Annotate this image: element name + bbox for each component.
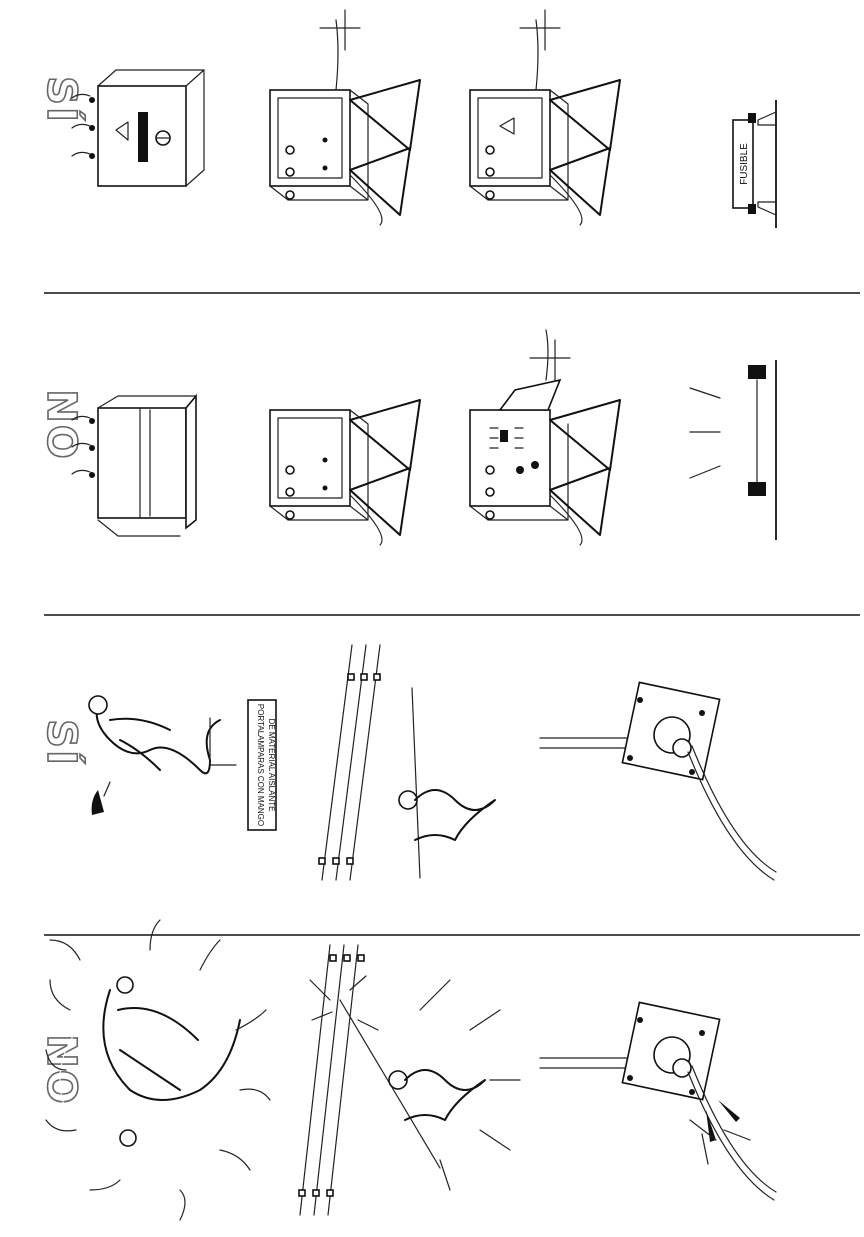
- welder-box-illustration-3: [270, 400, 420, 545]
- section-label-si-1: SÍ: [38, 76, 86, 124]
- damaged-plug-illustration: [540, 1002, 776, 1200]
- blown-fuse-illustration: [690, 360, 776, 540]
- sign-line-1: PORTALAMPARAS CON MANGO: [256, 704, 265, 826]
- insulated-plug-illustration: [540, 682, 776, 880]
- sign-line-2: DE MATERIAL AISLANTE: [267, 719, 276, 812]
- open-panel-illustration: [72, 396, 196, 536]
- open-welder-box-illustration: [470, 330, 620, 545]
- fuse-label: FUSIBLE: [739, 143, 750, 185]
- power-lines-contact-illustration: [299, 945, 520, 1215]
- power-lines-safe-illustration: [319, 645, 495, 880]
- closed-panel-illustration: [72, 70, 204, 186]
- section-label-no-1: NO: [38, 389, 84, 460]
- insulated-lamp-sign: PORTALAMPARAS CON MANGO DE MATERIAL AISL…: [248, 700, 276, 830]
- section-label-si-2: SÍ: [38, 719, 86, 767]
- welder-box-illustration-1: [270, 10, 420, 225]
- worker-with-lamp-illustration: [89, 696, 236, 815]
- welder-box-illustration-2: [470, 10, 620, 225]
- fuse-illustration: FUSIBLE: [733, 100, 776, 228]
